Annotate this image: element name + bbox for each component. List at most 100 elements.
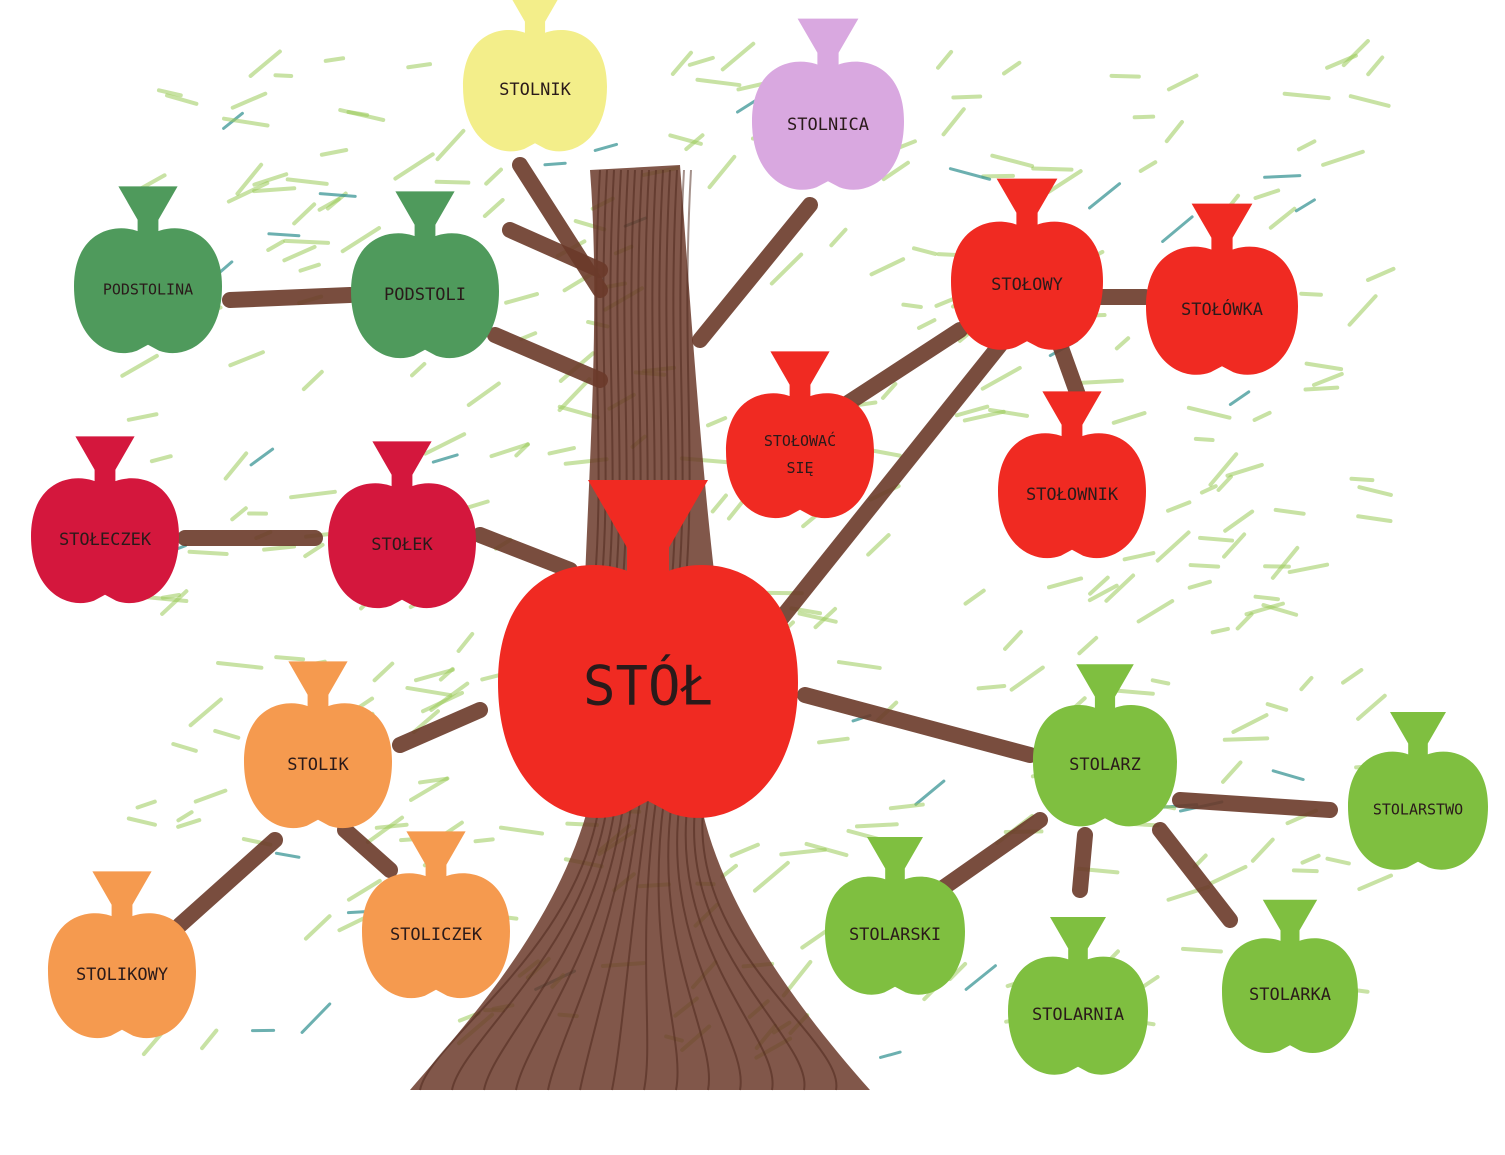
leaf-stroke (687, 55, 715, 67)
leaf-stroke (911, 246, 938, 256)
leaf-stroke (1031, 166, 1074, 172)
apple-stolowy: STOŁOWY (951, 178, 1103, 350)
apple-shape (998, 391, 1146, 559)
branch (692, 197, 818, 348)
leaf-stroke (274, 851, 301, 859)
apple-shape (726, 351, 874, 519)
leaf-stroke (262, 544, 297, 552)
apple-shape (498, 480, 798, 818)
leaf-stroke (1296, 139, 1317, 152)
apple-shape (463, 0, 607, 152)
bark-line (579, 799, 641, 1091)
branch (797, 687, 1038, 763)
leaf-stroke (1231, 713, 1269, 734)
leaf-stroke (1223, 509, 1255, 533)
leaf-stroke (720, 41, 756, 72)
leaf-stroke (1080, 378, 1124, 385)
leaf-stroke (213, 728, 241, 740)
leaf-stroke (557, 377, 592, 413)
leaf-stroke (303, 914, 332, 941)
branches (172, 157, 1338, 933)
branch (487, 327, 608, 388)
leaf-stroke (1193, 436, 1215, 443)
leaf-stroke (230, 91, 268, 110)
leaf-stroke (854, 822, 899, 829)
leaf-stroke (829, 227, 848, 248)
leaf-stroke (1299, 675, 1314, 692)
apple-label: PODSTOLI (384, 285, 466, 305)
apple-podstoli: PODSTOLI (351, 191, 499, 359)
leaf-stroke (779, 847, 827, 857)
leaf-stroke (976, 684, 1007, 691)
leaf-stroke (165, 93, 199, 106)
leaf-stroke (1235, 612, 1254, 631)
leaf-stroke (1046, 169, 1083, 194)
apple-shape (1348, 712, 1488, 870)
leaf-stroke (1210, 626, 1230, 635)
leaf-stroke (160, 593, 182, 600)
bark-line (684, 799, 774, 1091)
leaf-stroke (1186, 405, 1232, 420)
leaf-stroke (456, 631, 475, 653)
leaf-stroke (1271, 769, 1305, 782)
leaf-stroke (855, 400, 878, 408)
leaf-stroke (323, 56, 346, 63)
leaf-stroke (1325, 53, 1358, 70)
leaf-stroke (593, 142, 619, 152)
leaf-stroke (1365, 266, 1396, 282)
leaf-stroke (435, 128, 466, 162)
apple-stoleczek: STOŁECZEK (31, 436, 179, 604)
apple-shape (362, 831, 510, 999)
apple-shape (328, 441, 476, 609)
leaf-stroke (319, 148, 349, 157)
apple-shape (244, 661, 392, 829)
leaf-stroke (888, 802, 925, 811)
leaf-stroke (543, 161, 567, 167)
leaf-stroke (489, 442, 530, 459)
leaf-stroke (1287, 562, 1330, 575)
leaf-stroke (228, 350, 265, 368)
leaf-stroke (936, 49, 954, 70)
leaf-stroke (1263, 174, 1302, 179)
branch (172, 832, 283, 933)
leaf-stroke (1003, 629, 1023, 651)
bark-line (483, 799, 617, 1091)
bark-line (701, 799, 838, 1091)
leaf-stroke (1187, 579, 1212, 590)
leaf-stroke (1225, 462, 1264, 478)
leaf-stroke (1303, 385, 1340, 392)
leaf-stroke (769, 252, 804, 286)
leaf-stroke (216, 661, 264, 670)
leaf-stroke (1273, 507, 1306, 516)
apple-shape (74, 186, 222, 354)
leaf-stroke (1199, 484, 1218, 495)
leaf-stroke (273, 73, 294, 79)
leaf-stroke (372, 661, 395, 683)
tree-trunk (410, 165, 870, 1091)
bark-line (685, 169, 692, 581)
apple-label: STÓŁ (583, 655, 713, 718)
leaf-stroke (752, 860, 790, 893)
leaf-stroke (800, 929, 828, 950)
leaf-stroke (1348, 94, 1391, 108)
leaf-stroke (135, 799, 157, 810)
leaf-stroke (916, 318, 937, 330)
apple-label: STOLIKOWY (76, 965, 168, 985)
apple-shape (825, 837, 965, 995)
leaf-stroke (405, 685, 453, 698)
leaf-stroke (1300, 853, 1321, 865)
leaf-stroke (684, 133, 705, 152)
leaf-stroke (176, 810, 194, 823)
leaf-stroke (420, 690, 465, 714)
apple-stolownik: STOŁOWNIK (998, 391, 1146, 559)
leaf-stroke (720, 863, 738, 879)
leaf-stroke (1114, 336, 1131, 351)
leaf-stroke (881, 160, 910, 182)
leaf-stroke (1228, 390, 1251, 406)
leaf-stroke (1166, 73, 1199, 92)
leaf-stroke (1357, 485, 1393, 497)
leaf-stroke (171, 741, 198, 753)
leaf-stroke (1138, 160, 1158, 173)
